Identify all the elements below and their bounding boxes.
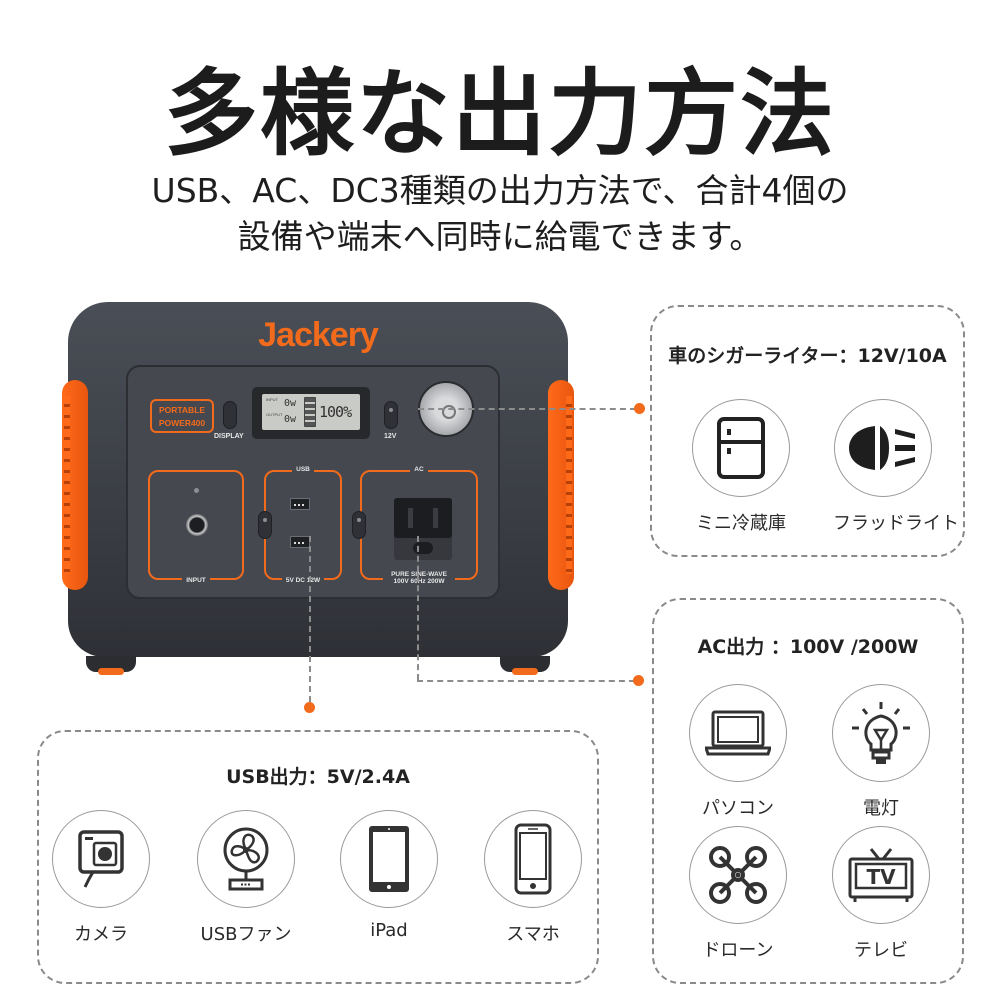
dc-12v-label: 12V: [384, 433, 397, 440]
mini-fridge-icon: [717, 417, 765, 479]
device-label: ドローン: [702, 940, 774, 961]
ac-card-title: AC出力 ：100V /200W: [697, 636, 919, 658]
device-label: ミニ冷蔵庫: [696, 513, 786, 534]
subtitle-line-2: 設備や端末へ同時に給電できます。: [237, 217, 763, 256]
right-orange-grip: [548, 380, 574, 590]
brand-logo: Jackery: [258, 316, 379, 354]
ac-connector-line-horizontal: [417, 680, 635, 682]
device-item-light: 電灯: [831, 684, 931, 820]
usb-port-2: [290, 536, 310, 548]
device-item-usb-fan: USBファン: [196, 810, 296, 946]
usb-connector-dot: [304, 702, 315, 713]
ac-button[interactable]: [352, 511, 366, 539]
lcd-input-value: 0w: [284, 398, 297, 409]
device-item-mini-fridge: ミニ冷蔵庫: [691, 399, 791, 535]
usb-zone: USB 5V DC 12W: [264, 466, 342, 584]
camera-icon: [78, 830, 124, 888]
car-socket-card-title: 車のシガーライター：12V/10A: [668, 345, 947, 367]
usb-card-title: USB出力：5V/2.4A: [226, 766, 410, 788]
model-badge: PORTABLE POWER400: [150, 399, 214, 433]
fan-icon: [223, 827, 269, 891]
device-label: USBファン: [200, 924, 292, 945]
lcd-output-value: 0w: [284, 414, 297, 425]
battery-icon: [304, 397, 316, 427]
right-foot: [500, 656, 550, 675]
left-foot: [86, 656, 136, 675]
usb-spec-label: 5V DC 12W: [281, 577, 325, 584]
light-bulb-icon: [852, 702, 910, 764]
device-item-camera: カメラ: [51, 810, 151, 946]
lcd-output-label: OUTPUT: [266, 412, 283, 417]
device-item-tv: TV テレビ: [831, 826, 931, 962]
display-button[interactable]: [223, 401, 237, 429]
laptop-icon: [705, 710, 771, 756]
left-orange-grip: [62, 380, 88, 590]
car-socket-connector-line: [418, 408, 636, 410]
smartphone-icon: [514, 823, 552, 895]
lcd-screen: INPUT OUTPUT 0w 0w 100%: [252, 387, 370, 439]
page-title: 多様な出力方法: [163, 60, 836, 169]
ac-zone-label: AC: [410, 466, 428, 473]
input-zone: INPUT: [148, 470, 244, 584]
usb-port-1: [290, 498, 310, 510]
car-socket-card: 車のシガーライター：12V/10A ミニ冷蔵庫 フラッドライト: [650, 305, 965, 557]
device-label: iPad: [370, 920, 408, 941]
usb-button[interactable]: [258, 511, 272, 539]
device-item-smartphone: スマホ: [483, 810, 583, 946]
badge-line-1: PORTABLE: [158, 405, 206, 415]
device-label: テレビ: [854, 940, 908, 961]
svg-text:TV: TV: [866, 865, 896, 889]
device-label: フラッドライト: [833, 513, 959, 534]
lcd-input-label: INPUT: [266, 397, 278, 402]
badge-line-2: POWER400: [158, 418, 206, 428]
device-label: 電灯: [863, 798, 899, 819]
ac-zone: AC PURE SINE-WAVE 100V 60Hz 200W: [360, 466, 478, 585]
subtitle-line-1: USB、AC、DC3種類の出力方法で、合計4個の: [151, 171, 849, 210]
device-item-drone: ドローン: [688, 826, 788, 962]
ac-connector-line-vertical: [417, 536, 419, 680]
ac-connector-dot: [633, 675, 644, 686]
dc-input-jack: [186, 514, 208, 536]
input-zone-label: INPUT: [182, 577, 210, 584]
control-panel: PORTABLE POWER400 DISPLAY INPUT OUTPUT 0…: [126, 365, 500, 599]
device-item-laptop: パソコン: [688, 684, 788, 820]
ac-output-card: AC出力 ：100V /200W パソコン: [652, 598, 964, 984]
tv-icon: TV: [848, 848, 914, 902]
input-led: [194, 488, 199, 493]
device-item-floodlight: フラッドライト: [833, 399, 959, 535]
tablet-icon: [369, 826, 409, 892]
display-button-label: DISPLAY: [214, 433, 244, 440]
dc-12v-button[interactable]: [384, 401, 398, 429]
device-item-ipad: iPad: [339, 810, 439, 941]
device-label: カメラ: [74, 924, 128, 945]
floodlight-icon: [849, 426, 915, 470]
device-label: スマホ: [506, 924, 560, 945]
ac-outlet: [394, 498, 452, 560]
power-station-image: Jackery PORTABLE POWER400 DISPLAY INPUT …: [62, 302, 574, 675]
device-label: パソコン: [702, 798, 774, 819]
drone-icon: [709, 846, 767, 904]
usb-zone-label: USB: [292, 466, 314, 473]
car-socket-connector-dot: [634, 403, 645, 414]
lcd-battery-percent: 100%: [319, 403, 352, 421]
usb-output-card: USB出力：5V/2.4A カメラ: [37, 730, 599, 984]
usb-connector-line: [309, 536, 311, 702]
